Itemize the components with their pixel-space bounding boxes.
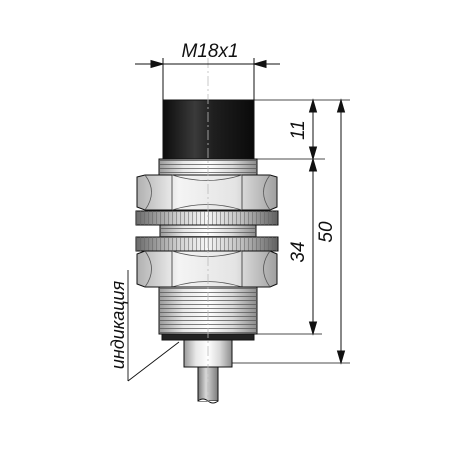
lower-hex-nut <box>136 250 278 288</box>
lower-knurled-washer <box>135 236 279 252</box>
head-length-label: 11 <box>288 120 309 140</box>
total-length-label: 50 <box>316 221 337 243</box>
body-length-dimension <box>308 157 318 336</box>
upper-knurled-washer <box>135 210 279 226</box>
dimension-extension-lines <box>232 99 350 364</box>
indicator-label: индикация <box>108 280 128 369</box>
thread-dimension-label: M18x1 <box>181 41 238 62</box>
head-length-dimension <box>308 98 318 161</box>
indicator-leader <box>127 270 180 382</box>
thread-dimension <box>135 58 280 100</box>
upper-hex-nut <box>136 174 278 211</box>
body-length-label: 34 <box>288 241 309 262</box>
sensing-head <box>162 99 255 160</box>
total-length-dimension <box>336 98 346 365</box>
